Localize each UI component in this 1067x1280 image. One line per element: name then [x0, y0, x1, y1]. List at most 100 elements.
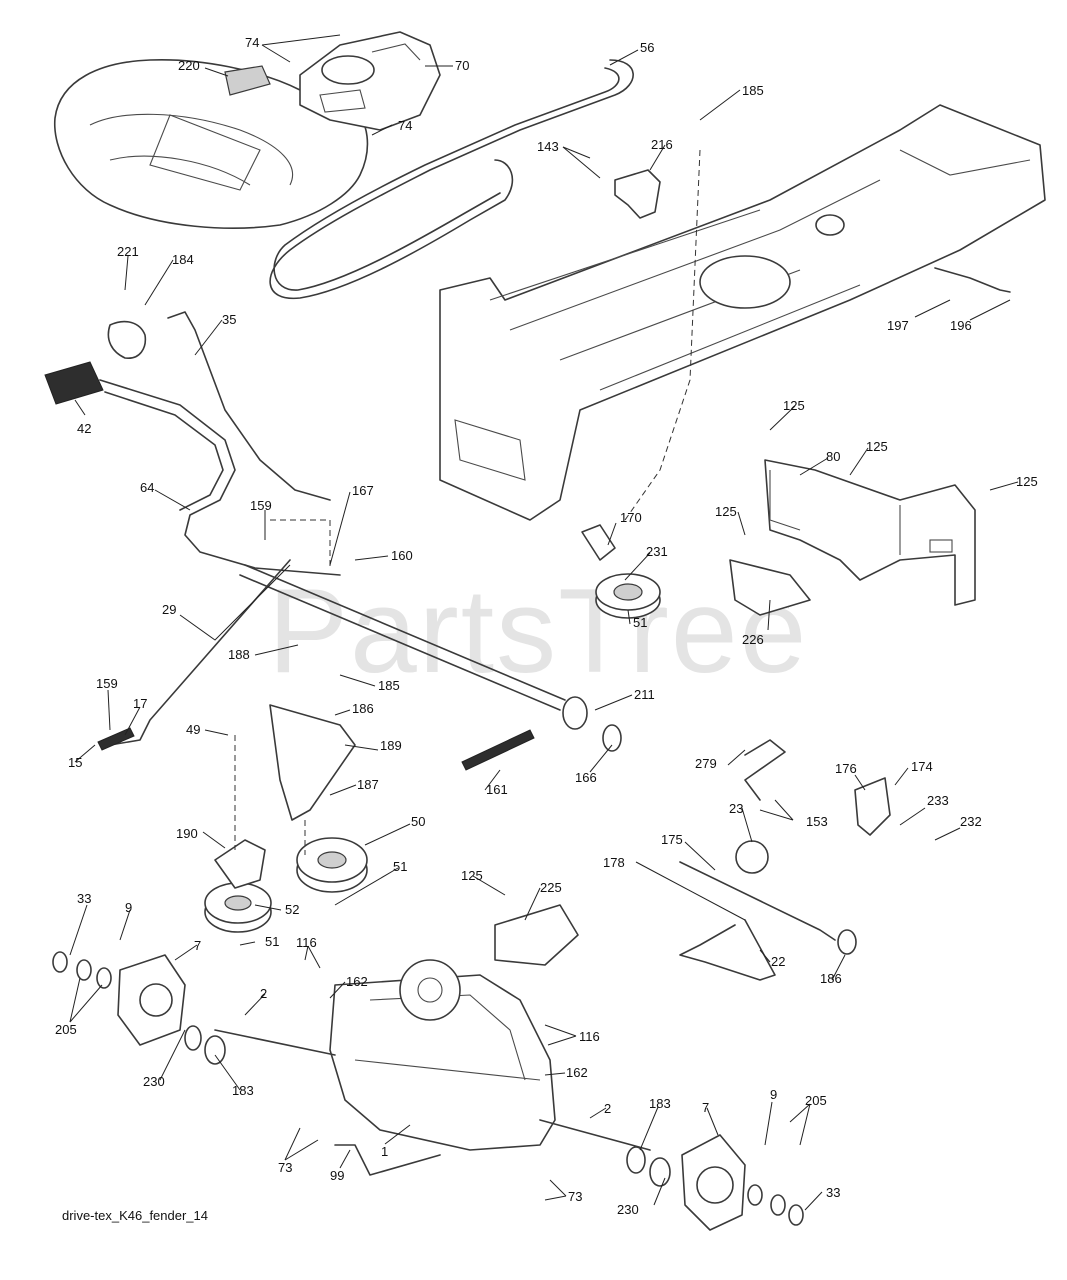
callout-label: 216: [651, 137, 673, 152]
callout-label: 35: [222, 312, 236, 327]
callout-label: 153: [806, 814, 828, 829]
arm-190-part: [214, 839, 266, 889]
watermark-brand: PartsTree: [268, 564, 808, 698]
callout-label: 175: [661, 832, 683, 847]
callout-label: 185: [378, 678, 400, 693]
callout-label: 49: [186, 722, 200, 737]
callout-label: 15: [68, 755, 82, 770]
callout-label: 42: [77, 421, 91, 436]
chassis-frame-part: [439, 104, 1046, 521]
callout-label: 226: [742, 632, 764, 647]
callout-label: 205: [805, 1093, 827, 1108]
diagram-caption: drive-tex_K46_fender_14: [62, 1208, 208, 1223]
callout-label: 74: [245, 35, 259, 50]
callout-label: 186: [820, 971, 842, 986]
pulley-231-part: [595, 573, 661, 619]
knob-part: [107, 320, 147, 359]
callout-label: 184: [172, 252, 194, 267]
callout-label: 74: [398, 118, 412, 133]
callout-label: 116: [296, 935, 317, 950]
callout-labels: 74 70 220 56 74 185 143 216 221 184 35 4…: [55, 35, 1038, 1217]
plate-225-part: [494, 904, 579, 966]
callout-label: 33: [77, 891, 91, 906]
knob-23-part: [735, 840, 769, 874]
callout-label: 231: [646, 544, 668, 559]
belt-guide-part: [614, 169, 661, 219]
callout-label: 51: [633, 615, 647, 630]
callout-label: 9: [770, 1087, 777, 1102]
callout-label: 183: [649, 1096, 671, 1111]
tank-cover-part: [299, 31, 441, 131]
callout-label: 186: [352, 701, 374, 716]
callout-label: 159: [250, 498, 272, 513]
callout-label: 143: [537, 139, 559, 154]
lift-lever-part: [99, 379, 341, 576]
callout-label: 56: [640, 40, 654, 55]
callout-label: 167: [352, 483, 374, 498]
callout-label: 162: [566, 1065, 588, 1080]
callout-label: 279: [695, 756, 717, 771]
shift-lever-part: [744, 739, 786, 801]
callout-label: 225: [540, 880, 562, 895]
callout-label: 159: [96, 676, 118, 691]
pulley-50-part: [296, 837, 368, 893]
callout-label: 2: [604, 1101, 611, 1116]
rear-bracket-part: [764, 459, 976, 606]
callout-label: 190: [176, 826, 198, 841]
callout-label: 189: [380, 738, 402, 753]
callout-label: 29: [162, 602, 176, 617]
callout-label: 232: [960, 814, 982, 829]
bracket-226-part: [729, 559, 811, 616]
callout-label: 178: [603, 855, 625, 870]
callout-label: 221: [117, 244, 139, 259]
callout-label: 99: [330, 1168, 344, 1183]
callout-label: 70: [455, 58, 469, 73]
callout-label: 64: [140, 480, 154, 495]
callout-label: 33: [826, 1185, 840, 1200]
shift-rod-part: [679, 861, 836, 941]
callout-label: 51: [393, 859, 407, 874]
footpad-part: [224, 65, 271, 96]
callout-label: 116: [579, 1029, 600, 1044]
leader-lines: [69, 34, 1019, 1211]
hub-right-part: [626, 1134, 746, 1231]
callout-label: 22: [771, 954, 785, 969]
callout-label: 185: [742, 83, 764, 98]
callout-label: 162: [346, 974, 368, 989]
callout-label: 73: [278, 1160, 292, 1175]
spring-161-part: [461, 729, 535, 771]
cable-part: [167, 311, 331, 501]
bracket-176-part: [854, 777, 891, 836]
callout-label: 23: [729, 801, 743, 816]
hub-left-part: [117, 954, 226, 1065]
callout-label: 1: [381, 1144, 388, 1159]
callout-label: 187: [357, 777, 379, 792]
callout-label: 196: [950, 318, 972, 333]
callout-label: 80: [826, 449, 840, 464]
callout-label: 17: [133, 696, 147, 711]
callout-label: 160: [391, 548, 413, 563]
pulley-52-part: [204, 882, 272, 933]
callout-label: 183: [232, 1083, 254, 1098]
callout-label: 205: [55, 1022, 77, 1037]
callout-label: 176: [835, 761, 857, 776]
callout-label: 125: [1016, 474, 1038, 489]
callout-label: 125: [715, 504, 737, 519]
callout-label: 52: [285, 902, 299, 917]
callout-label: 51: [265, 934, 279, 949]
pivot-shaft-part: [239, 574, 561, 711]
callout-label: 125: [461, 868, 483, 883]
callout-label: 230: [617, 1202, 639, 1217]
handle-grip-part: [44, 361, 104, 405]
spring-17-part: [97, 727, 135, 751]
callout-label: 166: [575, 770, 597, 785]
link-99-part: [334, 1144, 441, 1176]
brake-rod-part: [109, 559, 291, 746]
callout-label: 170: [620, 510, 642, 525]
callout-label: 174: [911, 759, 933, 774]
callout-label: 7: [702, 1100, 709, 1115]
callout-label: 9: [125, 900, 132, 915]
callout-label: 188: [228, 647, 250, 662]
callout-label: 50: [411, 814, 425, 829]
